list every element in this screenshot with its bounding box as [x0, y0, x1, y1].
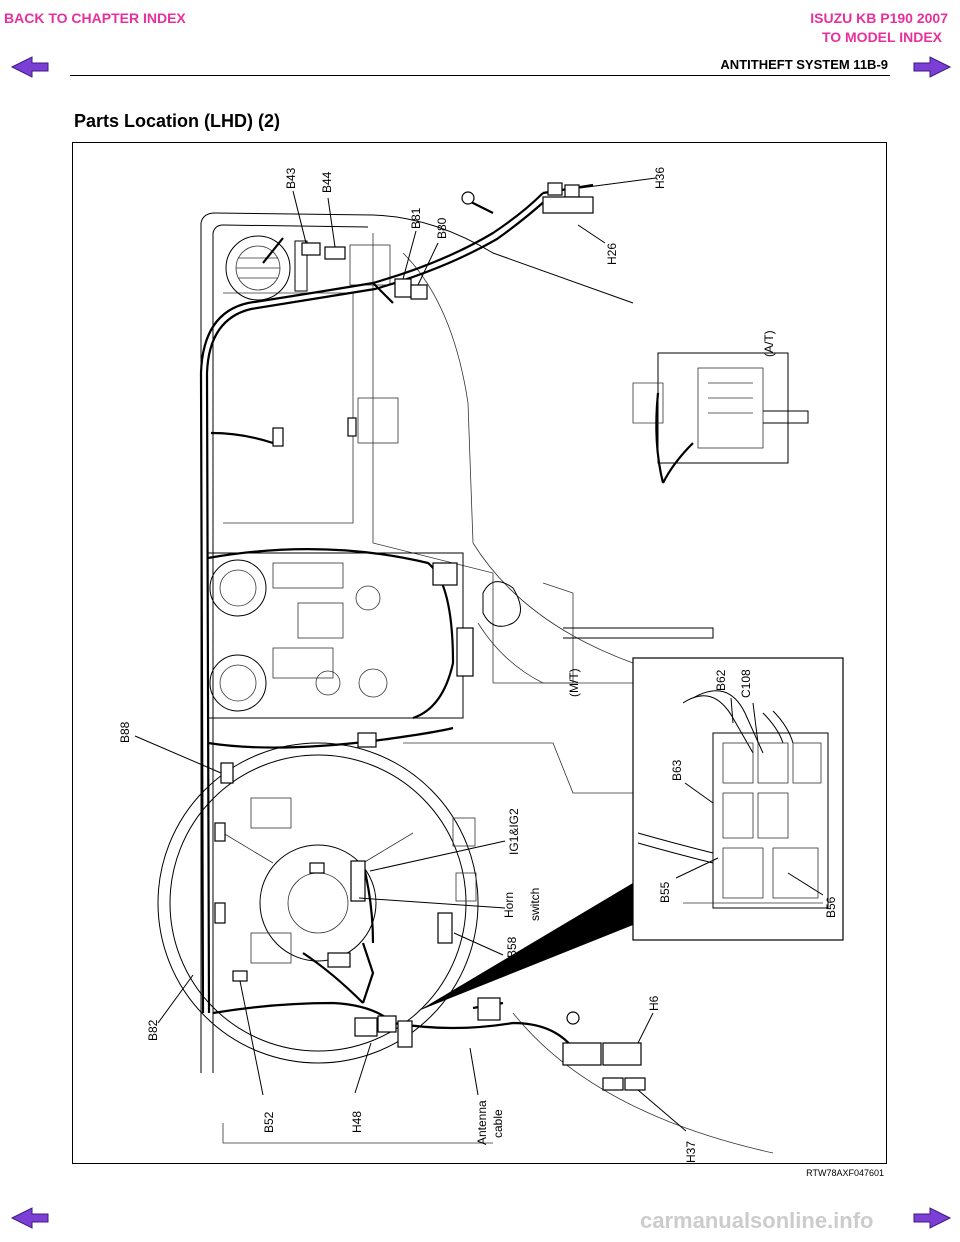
label-b56: B56: [824, 896, 838, 918]
connector-b88: [220, 762, 234, 784]
label-at: (A/T): [762, 330, 776, 357]
label-c108: C108: [739, 669, 753, 698]
connector-ig: [309, 862, 325, 874]
connector-h48-a: [327, 952, 351, 968]
label-h36: H36: [653, 167, 667, 189]
connector-h6-b: [602, 1042, 642, 1066]
automatic-shift-area: [632, 352, 809, 464]
connector-b43: [301, 242, 321, 256]
parts-location-figure: B43 B44 B81 B80 H36 H26 (A/T) (M/T) B62 …: [72, 142, 887, 1164]
next-page-arrow-bottom-icon[interactable]: [912, 1206, 952, 1230]
dashboard-outline: [200, 212, 774, 1154]
manual-shift-lever: [477, 581, 714, 684]
label-b62: B62: [714, 669, 728, 691]
section-header: ANTITHEFT SYSTEM 11B-9: [720, 57, 888, 72]
connector-mid-a: [272, 427, 284, 447]
connector-h37-b: [624, 1077, 646, 1091]
connector-side-a: [214, 822, 226, 842]
watermark-text: carmanualsonline.info: [640, 1208, 874, 1233]
back-to-chapter-index-link[interactable]: BACK TO CHAPTER INDEX: [4, 10, 186, 26]
connector-mid-b: [347, 417, 357, 437]
label-b82: B82: [146, 1019, 160, 1041]
connector-b44: [324, 246, 346, 260]
console-plug: [432, 562, 458, 586]
to-model-index-link[interactable]: TO MODEL INDEX: [821, 29, 942, 45]
dashboard-wiring-diagram: B43 B44 B81 B80 H36 H26 (A/T) (M/T) B62 …: [118, 167, 844, 1163]
leader-lines: [134, 177, 824, 1132]
label-b44: B44: [320, 171, 334, 193]
figure-code: RTW78AXF047601: [806, 1168, 884, 1178]
connector-horn: [350, 860, 366, 902]
console-plug-b: [456, 627, 474, 677]
connector-b52: [232, 970, 248, 982]
label-b88: B88: [118, 721, 132, 743]
label-horn-line1: Horn: [502, 892, 516, 918]
passenger-panel-box: [357, 397, 399, 444]
connector-b81: [394, 278, 412, 298]
upper-air-vent: [225, 235, 308, 301]
ground-terminal-bottom: [566, 1011, 580, 1025]
label-mt: (M/T): [567, 668, 581, 697]
connector-b80: [410, 284, 428, 300]
inset-pointer-wedge: [418, 883, 633, 1011]
header-rule: [70, 75, 890, 76]
inset-detail: [632, 657, 844, 941]
steering-wheel: [157, 742, 479, 1064]
label-b43: B43: [284, 167, 298, 189]
connector-h48: [354, 1017, 378, 1037]
connector-small-box: [477, 997, 501, 1021]
connectors: [214, 182, 646, 1091]
clutch-pedal: [452, 817, 476, 847]
connector-h48-c: [397, 1020, 413, 1048]
label-antenna-line1: Antenna: [475, 1100, 489, 1145]
label-h37: H37: [684, 1141, 698, 1163]
label-b81: B81: [409, 207, 423, 229]
label-h26: H26: [605, 243, 619, 265]
label-b55: B55: [658, 881, 672, 903]
connector-h36-b: [564, 184, 580, 198]
prev-page-arrow-bottom-icon[interactable]: [10, 1206, 50, 1230]
label-b58: B58: [505, 936, 519, 958]
connector-h26: [542, 196, 594, 214]
ground-terminal-top: [461, 191, 475, 205]
label-h48: H48: [350, 1111, 364, 1133]
upper-bracket: [349, 244, 391, 286]
next-page-arrow-icon[interactable]: [912, 55, 952, 79]
center-console: [207, 552, 464, 719]
label-b52: B52: [262, 1111, 276, 1133]
callout-labels: B43 B44 B81 B80 H36 H26 (A/T) (M/T) B62 …: [118, 167, 838, 1163]
connector-h36-a: [547, 182, 563, 196]
label-ig: IG1&IG2: [507, 808, 521, 855]
model-title-link[interactable]: ISUZU KB P190 2007: [810, 10, 948, 26]
connector-side-b: [214, 902, 226, 924]
label-b63: B63: [670, 759, 684, 781]
connector-b58: [437, 912, 453, 944]
label-horn-line2: switch: [528, 888, 542, 921]
console-plug-c: [357, 732, 377, 748]
prev-page-arrow-icon[interactable]: [10, 55, 50, 79]
connector-h48-b: [377, 1015, 397, 1033]
page-heading: Parts Location (LHD) (2): [74, 111, 281, 131]
label-antenna-line2: cable: [491, 1109, 505, 1138]
label-b80: B80: [435, 217, 449, 239]
connector-h37-a: [602, 1077, 624, 1091]
label-h6: H6: [647, 995, 661, 1011]
connector-h6-a: [562, 1042, 602, 1066]
brake-pedal: [455, 872, 477, 902]
wiring-harness: [199, 183, 694, 1049]
